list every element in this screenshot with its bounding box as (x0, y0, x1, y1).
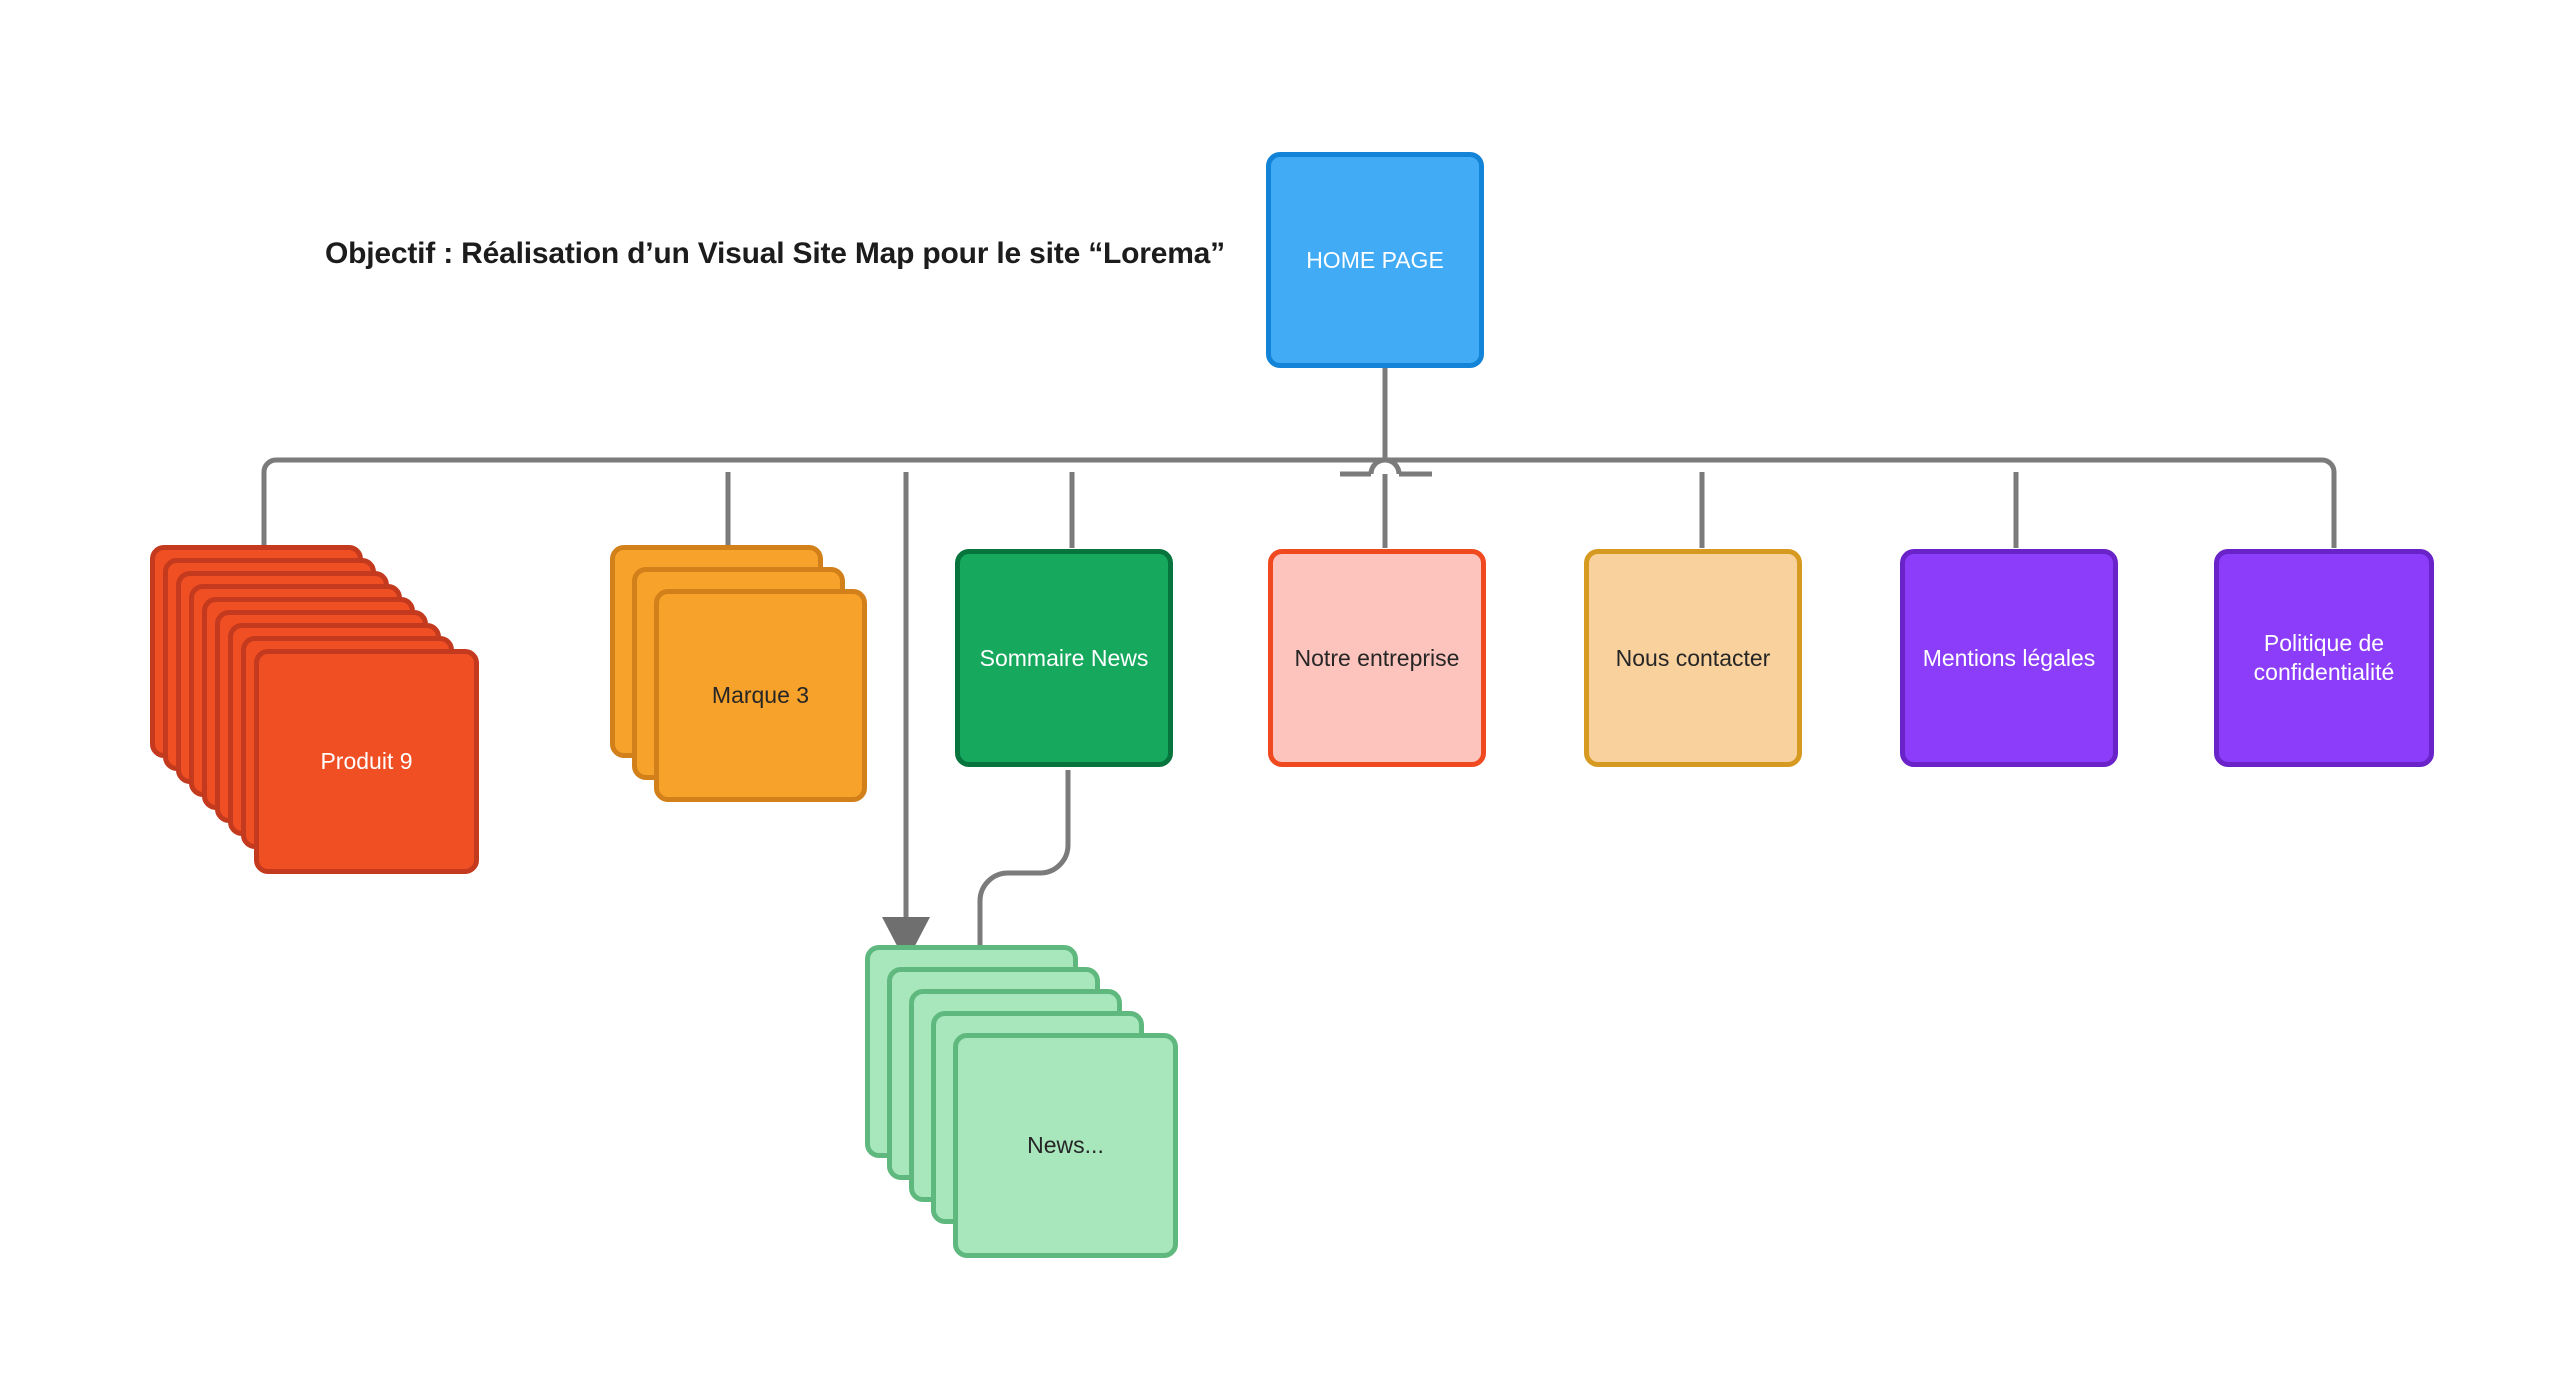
node-label-nous-contacter: Nous contacter (1615, 644, 1771, 671)
stack-produits[interactable]: Produit 9 (150, 545, 530, 925)
node-home-page[interactable]: HOME PAGE (1266, 152, 1484, 368)
node-label-home-page: HOME PAGE (1306, 246, 1444, 273)
stack-card-front[interactable]: Produit 9 (254, 649, 479, 874)
node-label-news: News... (1027, 1132, 1104, 1158)
node-nous-contacter[interactable]: Nous contacter (1584, 549, 1802, 767)
node-label-sommaire-news: Sommaire News (979, 644, 1149, 671)
node-label-notre-entreprise: Notre entreprise (1294, 644, 1460, 671)
page-title: Objectif : Réalisation d’un Visual Site … (325, 237, 1225, 270)
stack-card-front[interactable]: Marque 3 (654, 589, 867, 802)
node-label-marques: Marque 3 (711, 682, 810, 708)
node-mentions-legales[interactable]: Mentions légales (1900, 549, 2118, 767)
node-notre-entreprise[interactable]: Notre entreprise (1268, 549, 1486, 767)
node-politique-confidentialite[interactable]: Politique de confidentialité (2214, 549, 2434, 767)
node-label-mentions-legales: Mentions légales (1922, 644, 2096, 671)
node-sommaire-news[interactable]: Sommaire News (955, 549, 1173, 767)
stack-news[interactable]: News... (865, 945, 1185, 1258)
node-label-produits: Produit 9 (320, 748, 413, 774)
stack-marques[interactable]: Marque 3 (610, 545, 900, 845)
stack-card-front[interactable]: News... (953, 1033, 1178, 1258)
node-label-politique-confidentialite: Politique de confidentialité (2253, 630, 2395, 685)
